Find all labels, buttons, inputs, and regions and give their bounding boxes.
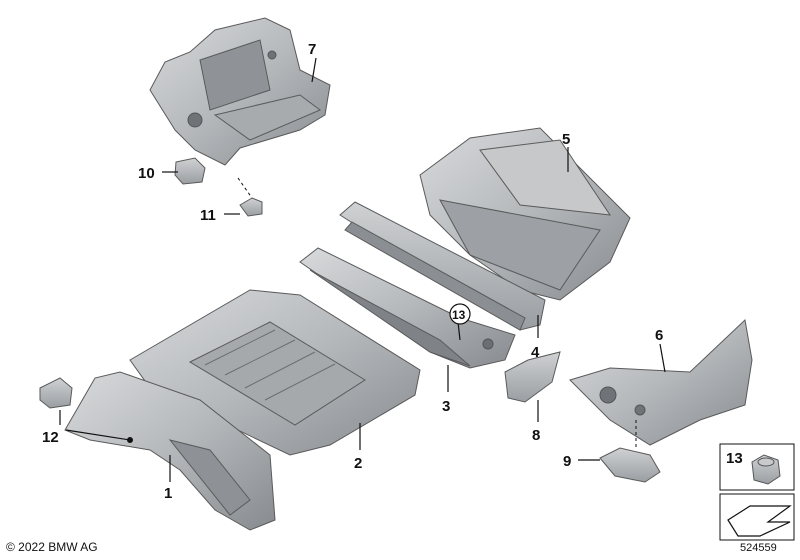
callout-10: 10 <box>138 165 155 182</box>
arrow-symbol-icon <box>727 505 792 537</box>
legend-box-13: 13 <box>719 443 795 491</box>
part-12-bracket <box>39 377 73 409</box>
callout-5: 5 <box>562 131 570 148</box>
callout-1: 1 <box>164 485 172 502</box>
part-7-rear-structure <box>149 17 331 166</box>
legend-box-13-label: 13 <box>726 450 743 467</box>
part-9-bracket <box>599 447 661 483</box>
callout-2: 2 <box>354 455 362 472</box>
callout-4: 4 <box>531 344 540 361</box>
callout-12: 12 <box>42 429 59 446</box>
callout-11: 11 <box>200 207 216 224</box>
callout-7: 7 <box>308 41 316 58</box>
part-4-cross-member <box>339 201 546 331</box>
callout-6: 6 <box>655 327 663 344</box>
reference-symbol-box <box>719 493 795 541</box>
part-11-bracket <box>239 197 263 217</box>
part-2-floor-pan <box>129 289 421 456</box>
callout-9: 9 <box>563 453 571 470</box>
part-1-front-floor <box>64 371 276 531</box>
callout-8: 8 <box>532 427 540 444</box>
document-number: 524559 <box>740 542 777 554</box>
part-6-rear-panel <box>569 318 753 446</box>
callout-13-circle <box>449 303 471 325</box>
leader-lines <box>59 57 666 482</box>
callout-3: 3 <box>442 398 450 415</box>
part-8-bracket <box>504 351 561 403</box>
part-10-bracket <box>174 157 206 185</box>
dashed-leader-11 <box>237 177 253 199</box>
callout-13: 13 <box>452 308 466 322</box>
part-5-trunk-floor <box>419 127 631 301</box>
part-3-longitudinal-member <box>299 247 516 369</box>
copyright-text: © 2022 BMW AG <box>6 540 98 554</box>
